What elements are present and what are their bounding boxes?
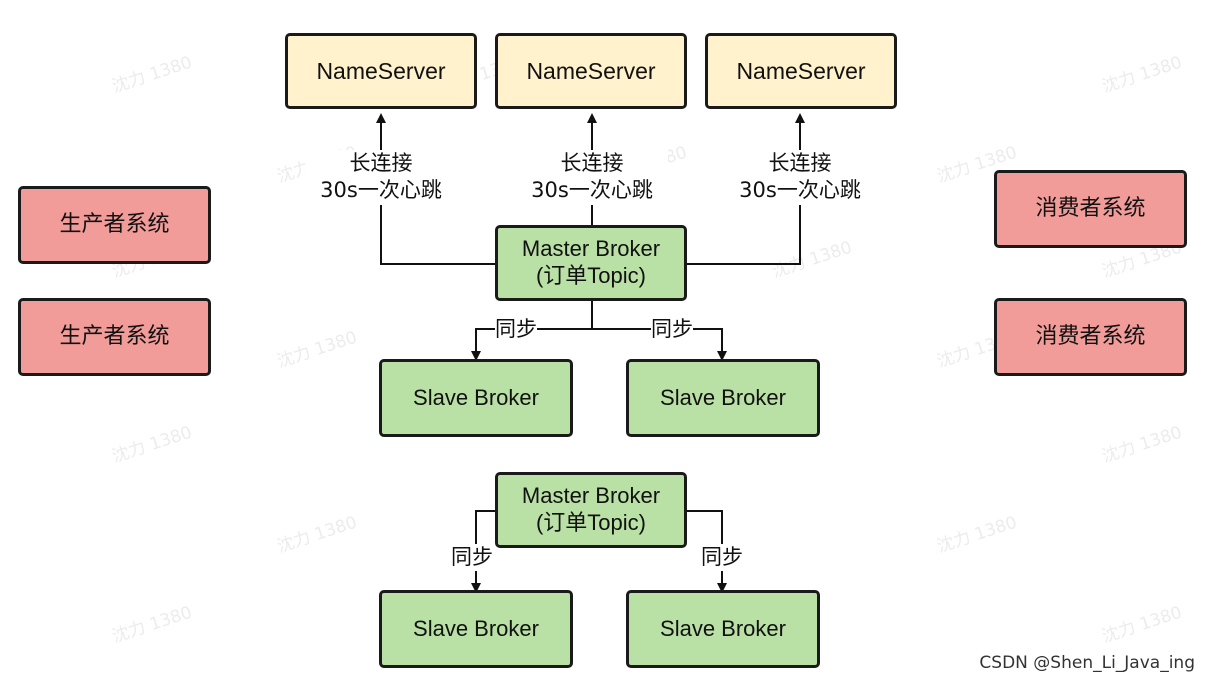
heartbeat-label-2: 长连接 30s一次心跳 <box>516 150 668 205</box>
slave-broker-top-left: Slave Broker <box>379 359 573 437</box>
slave-broker-label: Slave Broker <box>413 384 539 410</box>
producer-system-2: 生产者系统 <box>18 298 211 376</box>
master-broker-bottom: Master Broker (订单Topic) <box>495 472 687 548</box>
nameserver-label: NameServer <box>316 57 446 84</box>
slave-broker-label: Slave Broker <box>660 615 786 641</box>
nameserver-node-1: NameServer <box>285 33 477 109</box>
source-credit: CSDN @Shen_Li_Java_ing <box>979 653 1195 673</box>
nameserver-node-3: NameServer <box>705 33 897 109</box>
slave-broker-top-right: Slave Broker <box>626 359 820 437</box>
heartbeat-label-3: 长连接 30s一次心跳 <box>724 150 876 205</box>
sync-link-top-right <box>592 328 727 361</box>
consumer-system-1: 消费者系统 <box>994 170 1187 248</box>
master-broker-topic: (订单Topic) <box>535 263 646 288</box>
producer-label: 生产者系统 <box>59 323 170 349</box>
consumer-label: 消费者系统 <box>1035 195 1146 221</box>
sync-label-bottom-right: 同步 <box>701 544 743 572</box>
nameserver-node-2: NameServer <box>495 33 687 109</box>
slave-broker-label: Slave Broker <box>413 615 539 641</box>
slave-broker-label: Slave Broker <box>660 384 786 410</box>
consumer-label: 消费者系统 <box>1035 323 1146 349</box>
nameserver-label: NameServer <box>736 57 866 84</box>
master-broker-title: Master Broker <box>521 236 661 262</box>
slave-broker-bottom-right: Slave Broker <box>626 590 820 668</box>
producer-system-1: 生产者系统 <box>18 186 211 264</box>
master-broker-top: Master Broker (订单Topic) <box>495 225 687 301</box>
heartbeat-label-1: 长连接 30s一次心跳 <box>305 150 457 205</box>
nameserver-label: NameServer <box>526 57 656 84</box>
slave-broker-bottom-left: Slave Broker <box>379 590 573 668</box>
heartbeat-label-line2: 30s一次心跳 <box>739 178 861 203</box>
heartbeat-label-line2: 30s一次心跳 <box>531 178 653 203</box>
sync-label-top-left: 同步 <box>495 316 537 344</box>
producer-label: 生产者系统 <box>59 211 170 237</box>
sync-label-top-right: 同步 <box>651 316 693 344</box>
heartbeat-label-line1: 长连接 <box>349 151 413 175</box>
heartbeat-label-line1: 长连接 <box>768 151 832 175</box>
sync-label-bottom-left: 同步 <box>451 544 493 572</box>
master-broker-title: Master Broker <box>521 483 661 509</box>
consumer-system-2: 消费者系统 <box>994 298 1187 376</box>
master-broker-topic: (订单Topic) <box>535 510 646 535</box>
heartbeat-label-line2: 30s一次心跳 <box>320 178 442 203</box>
heartbeat-label-line1: 长连接 <box>560 151 624 175</box>
